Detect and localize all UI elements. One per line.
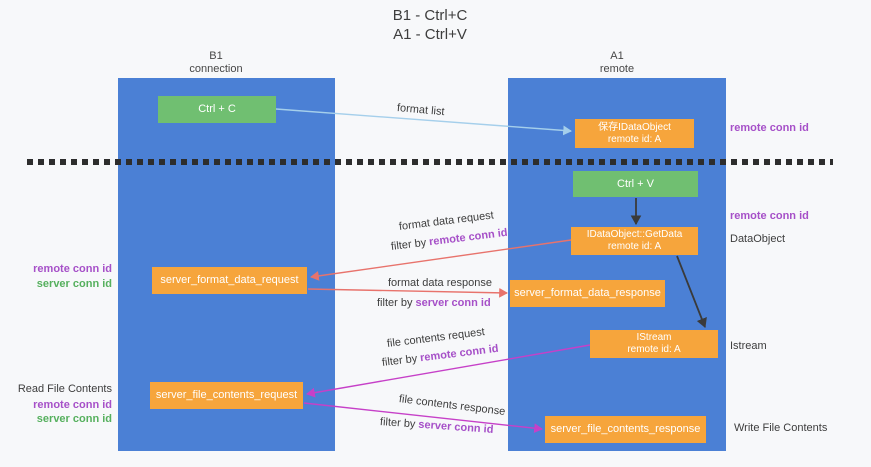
arrow-format-data-response — [307, 287, 508, 298]
node-istream-label: IStream — [636, 332, 672, 343]
diagram-title: B1 - Ctrl+C A1 - Ctrl+V — [320, 6, 540, 44]
lane-header-a1: A1 remote — [557, 50, 677, 76]
title-line-2: A1 - Ctrl+V — [393, 26, 467, 43]
label-server-conn-id-left-bottom: server conn id — [36, 413, 112, 425]
node-server-format-data-request: server_format_data_request — [152, 267, 307, 294]
remote-conn-id-text: remote conn id — [419, 342, 500, 365]
lane-a1-subtitle: remote — [599, 63, 635, 75]
node-getdata-label: IDataObject::GetData — [586, 229, 683, 240]
node-save-idataobject: 保存IDataObject remote id: A — [575, 119, 694, 148]
label-server-conn-id-left-top: server conn id — [36, 278, 112, 290]
label-remote-conn-id-right-top: remote conn id — [730, 122, 809, 134]
edge-label-format-list: format list — [396, 102, 446, 119]
filter-by-text: filter by — [377, 297, 413, 309]
node-format-response-label: server_format_data_response — [514, 287, 661, 299]
lane-b1-name: B1 — [209, 50, 223, 62]
phase-separator-dashed-line — [27, 159, 833, 165]
node-ctrl-c: Ctrl + C — [158, 96, 276, 123]
filter-by-text: filter by — [390, 236, 427, 253]
label-read-file-contents: Read File Contents — [17, 383, 112, 395]
lane-b1-subtitle: connection — [189, 63, 243, 75]
node-ctrl-v-label: Ctrl + V — [617, 177, 654, 190]
lane-a1-name: A1 — [610, 50, 624, 62]
label-remote-conn-id-left-top: remote conn id — [33, 263, 112, 275]
node-istream: IStream remote id: A — [590, 330, 718, 358]
node-istream-remote-id: remote id: A — [627, 344, 681, 355]
title-line-1: B1 - Ctrl+C — [392, 7, 468, 24]
node-ctrl-c-label: Ctrl + C — [198, 103, 236, 115]
server-conn-id-text: server conn id — [415, 297, 491, 309]
edge-label-file-contents-response: file contents response — [398, 393, 506, 418]
node-server-format-data-response: server_format_data_response — [510, 280, 665, 307]
node-save-idataobject-remote-id: remote id: A — [607, 133, 662, 145]
label-write-file-contents: Write File Contents — [734, 422, 828, 434]
label-istream: Istream — [730, 340, 767, 352]
node-save-idataobject-label: 保存IDataObject — [598, 121, 671, 133]
label-remote-conn-id-left-bottom: remote conn id — [33, 399, 112, 411]
node-server-file-contents-request: server_file_contents_request — [150, 382, 303, 409]
filter-by-text: filter by — [379, 416, 416, 431]
node-format-request-label: server_format_data_request — [160, 274, 299, 286]
lane-header-b1: B1 connection — [156, 50, 276, 76]
node-file-request-label: server_file_contents_request — [155, 389, 298, 401]
remote-conn-id-text: remote conn id — [428, 226, 509, 249]
label-dataobject: DataObject — [730, 233, 786, 245]
node-server-file-contents-response: server_file_contents_response — [545, 416, 706, 443]
filter-by-text: filter by — [381, 352, 418, 369]
node-ctrl-v: Ctrl + V — [573, 171, 698, 197]
node-getdata-remote-id: remote id: A — [607, 241, 662, 252]
label-remote-conn-id-right-mid: remote conn id — [730, 210, 809, 222]
edge-label-format-data-response: format data response — [388, 277, 492, 289]
node-idataobject-getdata: IDataObject::GetData remote id: A — [571, 227, 698, 255]
node-file-response-label: server_file_contents_response — [550, 423, 701, 435]
server-conn-id-text: server conn id — [417, 418, 494, 436]
